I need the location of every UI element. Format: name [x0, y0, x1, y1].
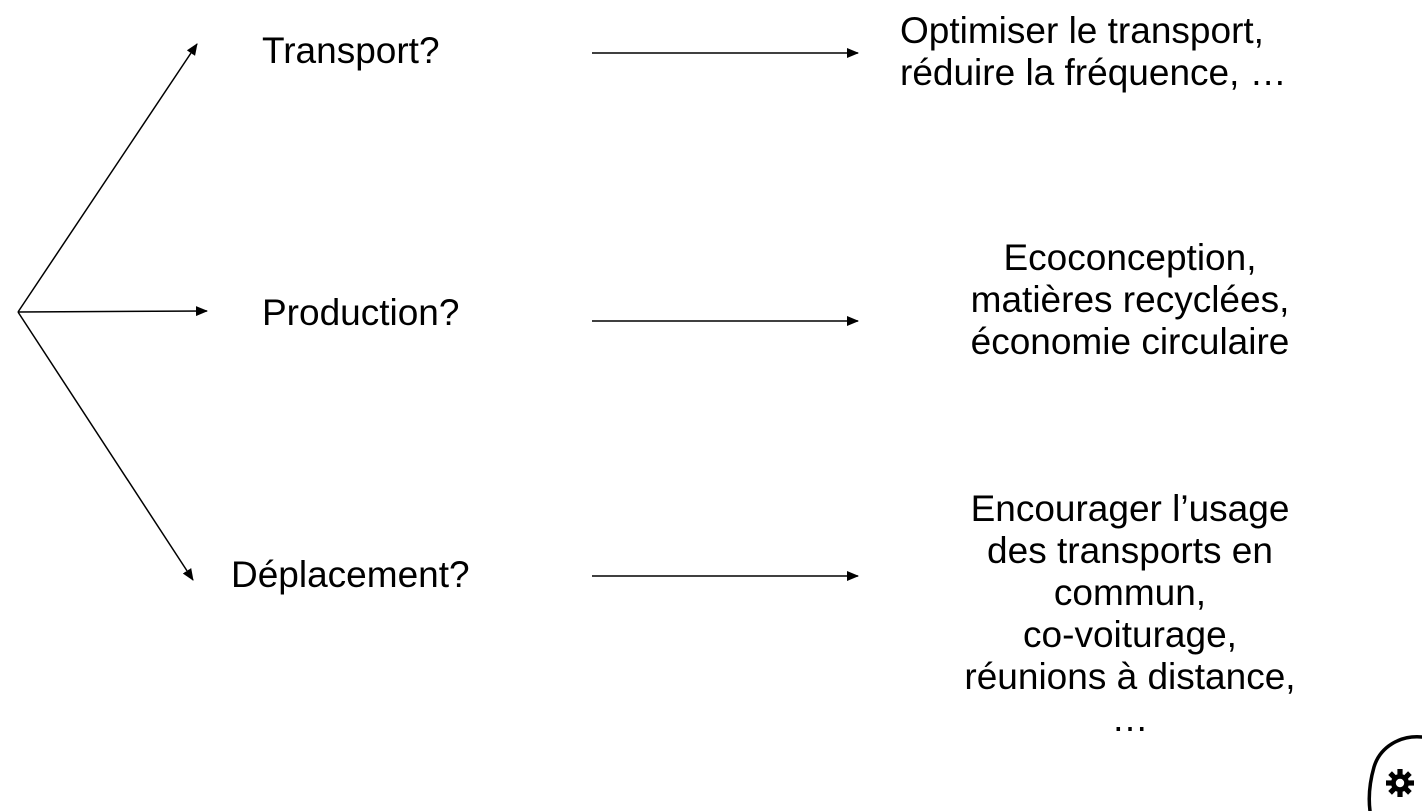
- answer-deplacement: Encourager l’usage des transports en com…: [900, 488, 1360, 740]
- answer-line: …: [1111, 698, 1149, 739]
- question-transport: Transport?: [262, 30, 440, 71]
- branch-arrow-deplacement: [17, 311, 194, 581]
- question-deplacement: Déplacement?: [231, 554, 470, 595]
- gear-icon: [1367, 735, 1422, 811]
- branch-arrow-transport: [17, 43, 198, 313]
- answer-line: des transports en: [987, 530, 1273, 571]
- answer-line: réduire la fréquence, …: [900, 52, 1287, 93]
- answer-line: co-voiturage,: [1023, 614, 1237, 655]
- question-production: Production?: [262, 292, 460, 333]
- answer-line: économie circulaire: [970, 321, 1290, 362]
- branch-arrow-production: [17, 306, 208, 317]
- answer-line: matières recyclées,: [970, 279, 1290, 320]
- answer-line: Optimiser le transport,: [900, 10, 1264, 51]
- answer-line: Encourager l’usage: [970, 488, 1290, 529]
- answer-line: commun,: [1053, 572, 1207, 613]
- answer-transport: Optimiser le transport, réduire la fréqu…: [900, 10, 1400, 94]
- answer-production: Ecoconception, matières recyclées, écono…: [900, 237, 1360, 363]
- answer-line: Ecoconception,: [1003, 237, 1257, 278]
- answer-line: réunions à distance,: [964, 656, 1296, 697]
